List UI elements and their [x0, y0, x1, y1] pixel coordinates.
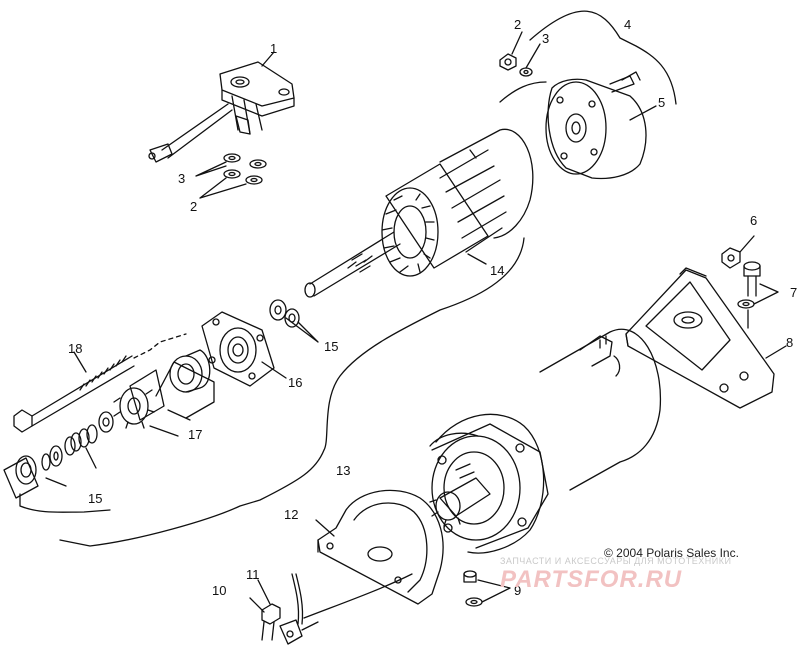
leader-5: [630, 106, 656, 120]
watermark-tagline: ЗАПЧАСТИ И АКСЕССУАРЫ ДЛЯ МОТОТЕХНИКИ: [500, 556, 732, 566]
part-10-bolt: [262, 604, 280, 640]
brace-13: [60, 238, 524, 546]
part-17-drive-gear: [114, 350, 210, 428]
callout-3-top: 3: [542, 31, 550, 46]
callout-10: 10: [212, 583, 227, 598]
part-5-end-cap: [546, 72, 646, 178]
leader-12: [316, 520, 334, 536]
part-housing-cylinder: [440, 129, 533, 238]
callout-17: 17: [188, 427, 203, 442]
callout-13: 13: [336, 463, 351, 478]
part-1-solenoid-switch: [149, 62, 294, 162]
leader-10: [250, 598, 264, 612]
bracket-4: [530, 11, 676, 104]
copyright-notice: © 2004 Polaris Sales Inc.: [604, 546, 739, 560]
watermark-logo: PARTSFOR.RU: [500, 566, 683, 593]
callout-7: 7: [790, 285, 798, 300]
leader-7: [754, 284, 778, 304]
part-6-nut: [722, 248, 740, 268]
starter-cable: [304, 574, 412, 618]
gasket-wire: [500, 82, 546, 102]
callout-8: 8: [786, 335, 794, 350]
bracket-17: [156, 362, 214, 418]
leader-18: [74, 352, 86, 372]
starter-motor-assembly: [430, 329, 660, 553]
part-12-lower-bracket: [318, 490, 443, 604]
callout-6: 6: [750, 213, 758, 228]
leader-15b: [46, 448, 96, 486]
leader-11: [258, 580, 270, 604]
callout-9: 9: [514, 583, 522, 598]
callout-15-lower: 15: [88, 491, 103, 506]
part-11-cable-lug: [280, 574, 318, 644]
part-14-armature: [305, 150, 506, 297]
callout-16: 16: [288, 375, 303, 390]
leader-6: [740, 236, 754, 252]
leader-15: [286, 318, 318, 342]
leader-9: [478, 580, 510, 602]
part-18-through-bolt: [14, 356, 134, 432]
part-2-3-nut-washer-endcap: [500, 54, 532, 76]
part-16-drive-end-plate: [202, 312, 274, 386]
leader-17: [150, 410, 190, 436]
leader-2b: [512, 32, 522, 54]
leader-1: [262, 52, 274, 66]
part-9-bolt-washer: [464, 571, 482, 606]
dash-18: [134, 334, 186, 358]
leader-2: [200, 178, 246, 198]
callout-15: 15: [324, 339, 339, 354]
callout-4: 4: [624, 17, 632, 32]
leader-14: [468, 254, 486, 264]
part-7-bolt-washer: [738, 262, 760, 328]
part-15-sleeve-and-springs: [4, 412, 113, 498]
bracket-15b: [20, 494, 110, 512]
leader-3: [196, 162, 226, 176]
callout-18: 18: [68, 341, 83, 356]
callout-3: 3: [178, 171, 186, 186]
callout-12: 12: [284, 507, 299, 522]
part-15-shaft-washers: [270, 300, 299, 327]
callout-2: 2: [190, 199, 198, 214]
part-2-3-nuts-washers-solenoid: [224, 154, 266, 184]
callout-2-top: 2: [514, 17, 522, 32]
leader-8: [766, 346, 786, 358]
callout-5: 5: [658, 95, 666, 110]
callout-11: 11: [246, 567, 260, 582]
callout-1: 1: [270, 41, 278, 56]
part-8-mount-bracket: [626, 268, 774, 408]
leader-3b: [526, 44, 540, 68]
callout-14: 14: [490, 263, 505, 278]
leader-16: [262, 362, 286, 378]
